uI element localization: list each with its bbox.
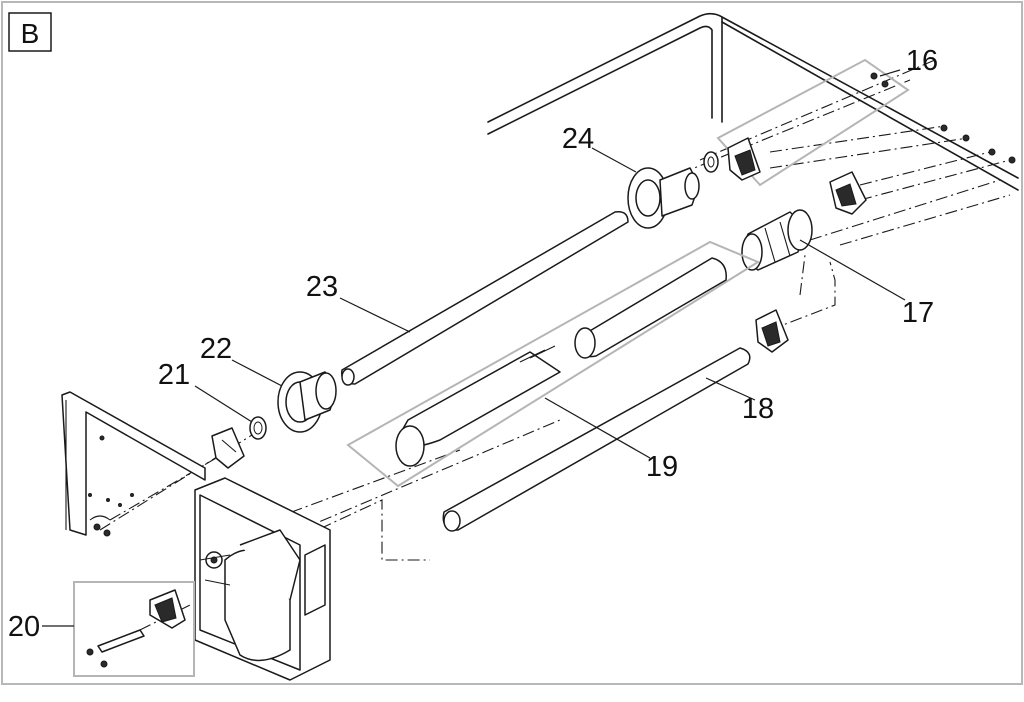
section-label: B [21,18,40,49]
group-box-19 [346,240,761,488]
group-box-16 [716,58,910,187]
callout-21: 21 [158,359,190,391]
part-24-flange [627,151,719,229]
part-18-shaft [442,347,751,532]
right-screws [940,124,1016,164]
leader-lines [42,69,906,627]
left-screws [93,523,111,537]
outer-frame [1,1,1023,685]
callout-20: 20 [8,611,40,643]
callout-labels: 16 17 18 19 20 21 22 23 24 [8,45,938,643]
group-box-20 [73,581,195,677]
upper-frame-outline [487,12,1019,191]
part-17-roller-assembly [741,171,867,353]
section-label-box: B [8,12,52,52]
part-22-flange [277,371,337,433]
callout-16: 16 [906,45,938,77]
assembly-lines [99,59,1011,641]
left-side-plate [61,391,206,536]
part-23-shaft [341,210,629,386]
callout-23: 23 [306,271,338,303]
part-21-bracket [211,416,267,469]
callout-17: 17 [902,297,934,329]
callout-18: 18 [742,393,774,425]
callout-19: 19 [646,451,678,483]
callout-22: 22 [200,333,232,365]
callout-24: 24 [562,123,594,155]
drive-motor-housing [194,477,331,681]
